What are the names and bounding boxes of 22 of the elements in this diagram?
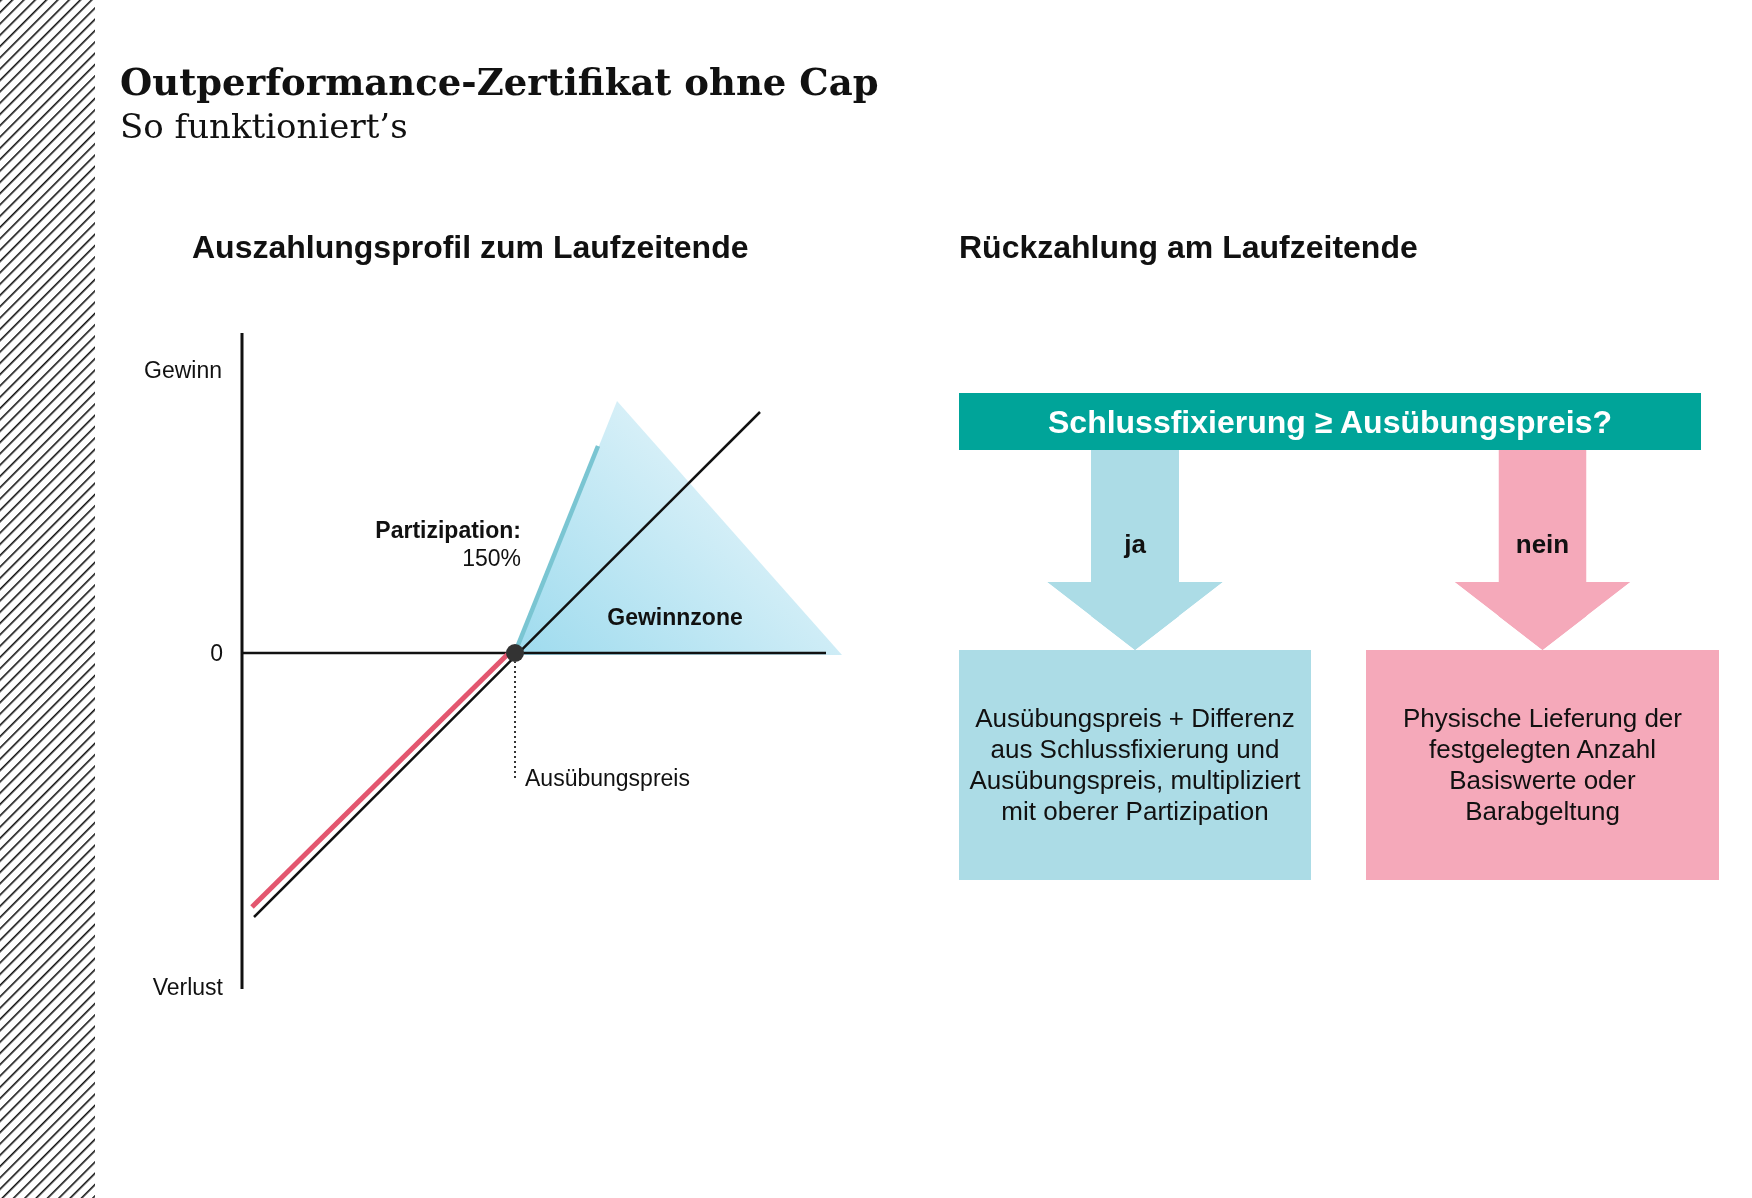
page-subtitle: So funktioniert’s xyxy=(120,106,408,146)
page-title: Outperformance-Zertifikat ohne Cap xyxy=(120,61,879,103)
point-marker-icon xyxy=(506,644,524,662)
zone-label: Gewinnzone xyxy=(607,603,743,631)
strike-price-label: Ausübungspreis xyxy=(514,764,690,792)
block-arrow xyxy=(1047,450,1223,650)
section-heading: Auszahlungsprofil zum Laufzeitende xyxy=(192,229,749,265)
result-box xyxy=(959,650,1311,880)
axis-label: Gewinn xyxy=(144,356,222,384)
participation-note: Partizipation: 150% xyxy=(374,516,521,572)
result-text: Physische Lieferung der festgelegten Anzahl Basiswerte oder Barabgeltung xyxy=(1402,703,1683,827)
axis-label: Verlust xyxy=(152,973,223,1001)
block-arrow xyxy=(1454,450,1631,650)
arrow-label: ja xyxy=(1124,529,1146,559)
result-text: Ausübungspreis + Differenz aus Schlussfixierung und Ausübungspreis, multipliziert mit oberer Partizipation xyxy=(968,703,1302,827)
result-box xyxy=(1366,650,1719,880)
decision-banner xyxy=(959,393,1701,450)
section-heading: Rückzahlung am Laufzeitende xyxy=(959,229,1418,265)
leader-line xyxy=(514,661,516,779)
arrow-label: nein xyxy=(1515,529,1570,559)
axis-tick-label: 0 xyxy=(210,639,223,667)
decision-question: Schlussfixierung ≥ Ausübungspreis? xyxy=(1048,402,1612,441)
